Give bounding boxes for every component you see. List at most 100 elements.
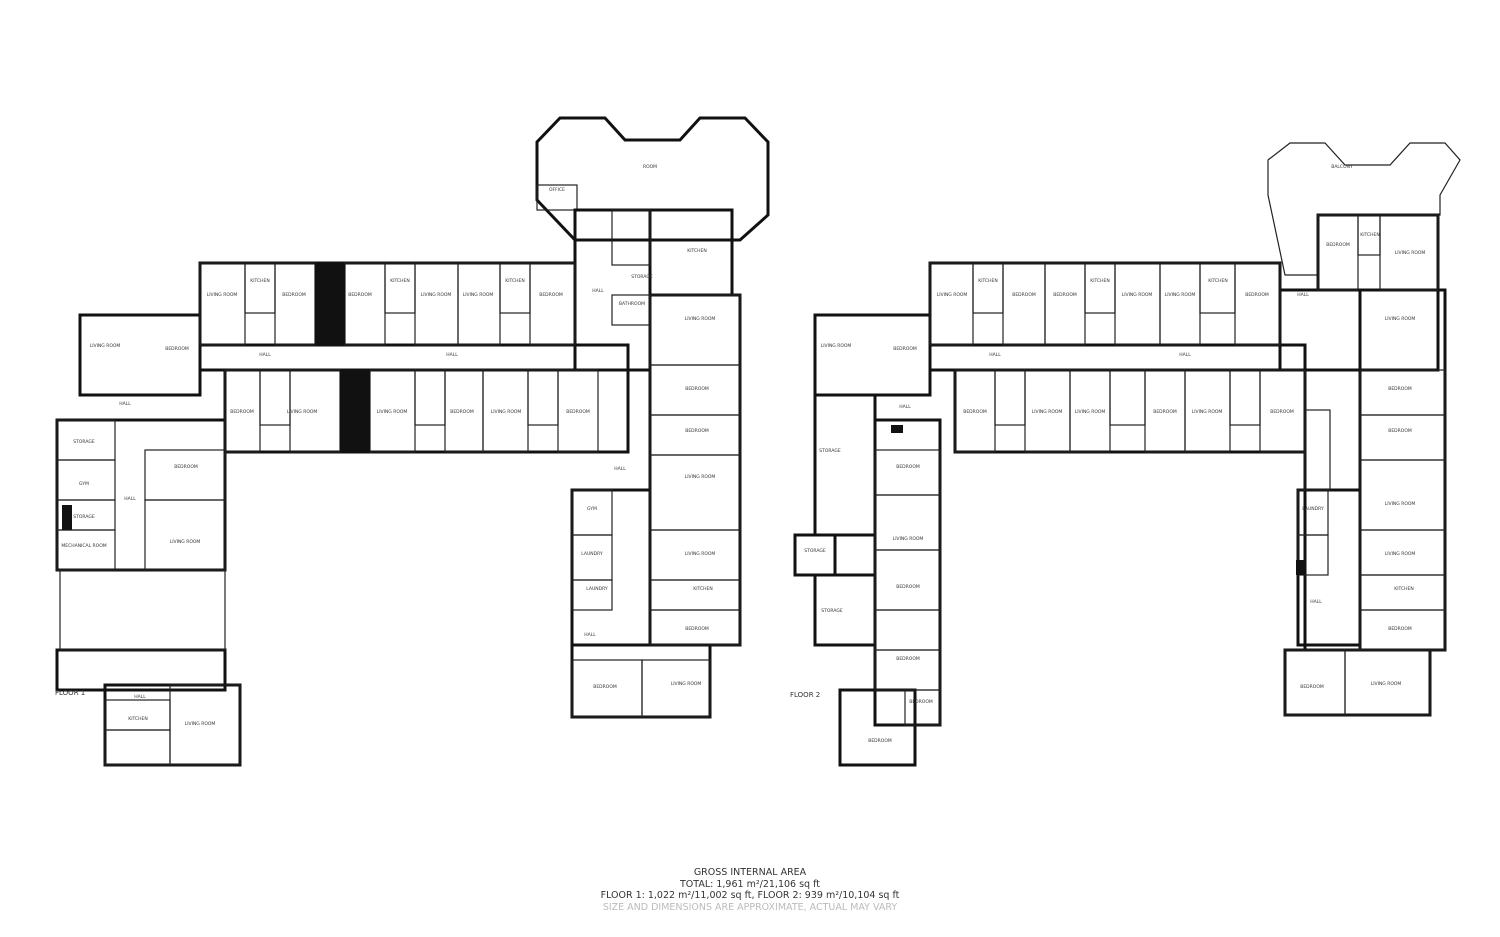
room-label: STORAGE [73,439,95,445]
office-wall [536,184,578,211]
room-wall [1317,214,1359,291]
room-label: HALL [119,401,131,407]
room-label: BEDROOM [896,464,920,470]
room-label: BEDROOM [685,386,709,392]
room-wall [1229,369,1261,426]
room-wall [649,609,741,646]
room-label: BEDROOM [909,699,933,705]
wall-block [103,683,242,767]
wall-block [198,261,577,347]
room-label: MECHANICAL ROOM [61,543,106,549]
room-label: LIVING ROOM [1385,501,1416,507]
room-label: BEDROOM [896,656,920,662]
room-label: KITCHEN [978,278,998,284]
column [62,505,72,530]
room-wall [904,689,941,726]
room-label: LIVING ROOM [821,343,852,349]
room-wall [1199,262,1236,314]
room-label: KITCHEN [1394,586,1414,592]
room-wall [557,369,599,453]
room-label: LIVING ROOM [90,343,121,349]
room-wall [384,262,416,314]
room-wall [1297,489,1329,536]
room-wall [641,659,711,718]
room-wall [1109,369,1146,426]
room-label: STORAGE [73,514,95,520]
room-wall [874,449,941,496]
room-label: HALL [1297,292,1309,298]
room-wall [929,262,974,346]
room-label: LIVING ROOM [1192,409,1223,415]
wall-block [1283,648,1432,717]
room-label: HALL [592,288,604,294]
room-wall [199,262,246,346]
room-wall [874,649,941,691]
room-label: KITCHEN [693,586,713,592]
room-wall [56,459,116,501]
room-wall [457,262,501,346]
room-label: KITCHEN [505,278,525,284]
room-label: BEDROOM [539,292,563,298]
wall-block [928,343,1307,372]
room-label: LIVING ROOM [671,681,702,687]
area-title: GROSS INTERNAL AREA [693,867,807,878]
room-label: KITCHEN [687,248,707,254]
wall-block [813,313,932,397]
room-wall [1234,262,1281,346]
room-wall [649,294,741,366]
area-total: TOTAL: 1,961 m²/21,106 sq ft [680,878,820,890]
room-wall [1002,262,1046,346]
room-label: HALL [584,632,596,638]
balcony-outline [1267,142,1461,276]
structural-void [340,370,370,452]
room-label: LAUNDRY [1302,506,1324,512]
room-label: LIVING ROOM [685,474,716,480]
room-label: LIVING ROOM [1395,250,1426,256]
room-wall [56,529,116,571]
room-label: KITCHEN [128,716,148,722]
floor-1-label: FLOOR 1 [55,689,85,697]
room-label: HALL [1179,352,1191,358]
room-label: BEDROOM [282,292,306,298]
structural-void [315,263,345,345]
room-label: LIVING ROOM [491,409,522,415]
room-label: LIVING ROOM [937,292,968,298]
room-label: BEDROOM [896,584,920,590]
room-label: BEDROOM [1053,292,1077,298]
room-wall [169,684,241,766]
room-label: LIVING ROOM [377,409,408,415]
room-label: LIVING ROOM [1075,409,1106,415]
room-wall [259,369,291,426]
room-wall [244,262,276,314]
room-wall [104,699,171,731]
room-wall [1359,574,1446,611]
room-wall [571,489,613,536]
wall-block [813,393,877,537]
room-label: HALL [1310,599,1322,605]
wall-block [793,533,837,577]
room-label: BEDROOM [1388,386,1412,392]
room-label: LIVING ROOM [1385,316,1416,322]
floor-1-plan: ROOMOFFICEHALLKITCHENSTORAGEBATHROOMLIVI… [55,116,770,767]
room-wall [1297,534,1329,576]
room-wall [611,209,651,266]
room-label: STORAGE [819,448,841,454]
room-wall [344,262,386,346]
room-label: LIVING ROOM [421,292,452,298]
room-wall [649,414,741,456]
room-label: BEDROOM [685,626,709,632]
room-label: STORAGE [804,548,826,554]
room-label: LIVING ROOM [1371,681,1402,687]
room-label: HALL [259,352,271,358]
room-label: BEDROOM [1012,292,1036,298]
room-wall [1159,262,1201,346]
room-wall [874,609,941,651]
room-label: BEDROOM [1388,626,1412,632]
room-wall [1359,369,1446,416]
room-label: STORAGE [631,274,653,280]
room-label: LIVING ROOM [170,539,201,545]
room-label: BEDROOM [348,292,372,298]
area-disclaimer: SIZE AND DIMENSIONS ARE APPROXIMATE, ACT… [602,901,898,913]
room-wall [144,449,226,501]
room-label: BEDROOM [893,346,917,352]
